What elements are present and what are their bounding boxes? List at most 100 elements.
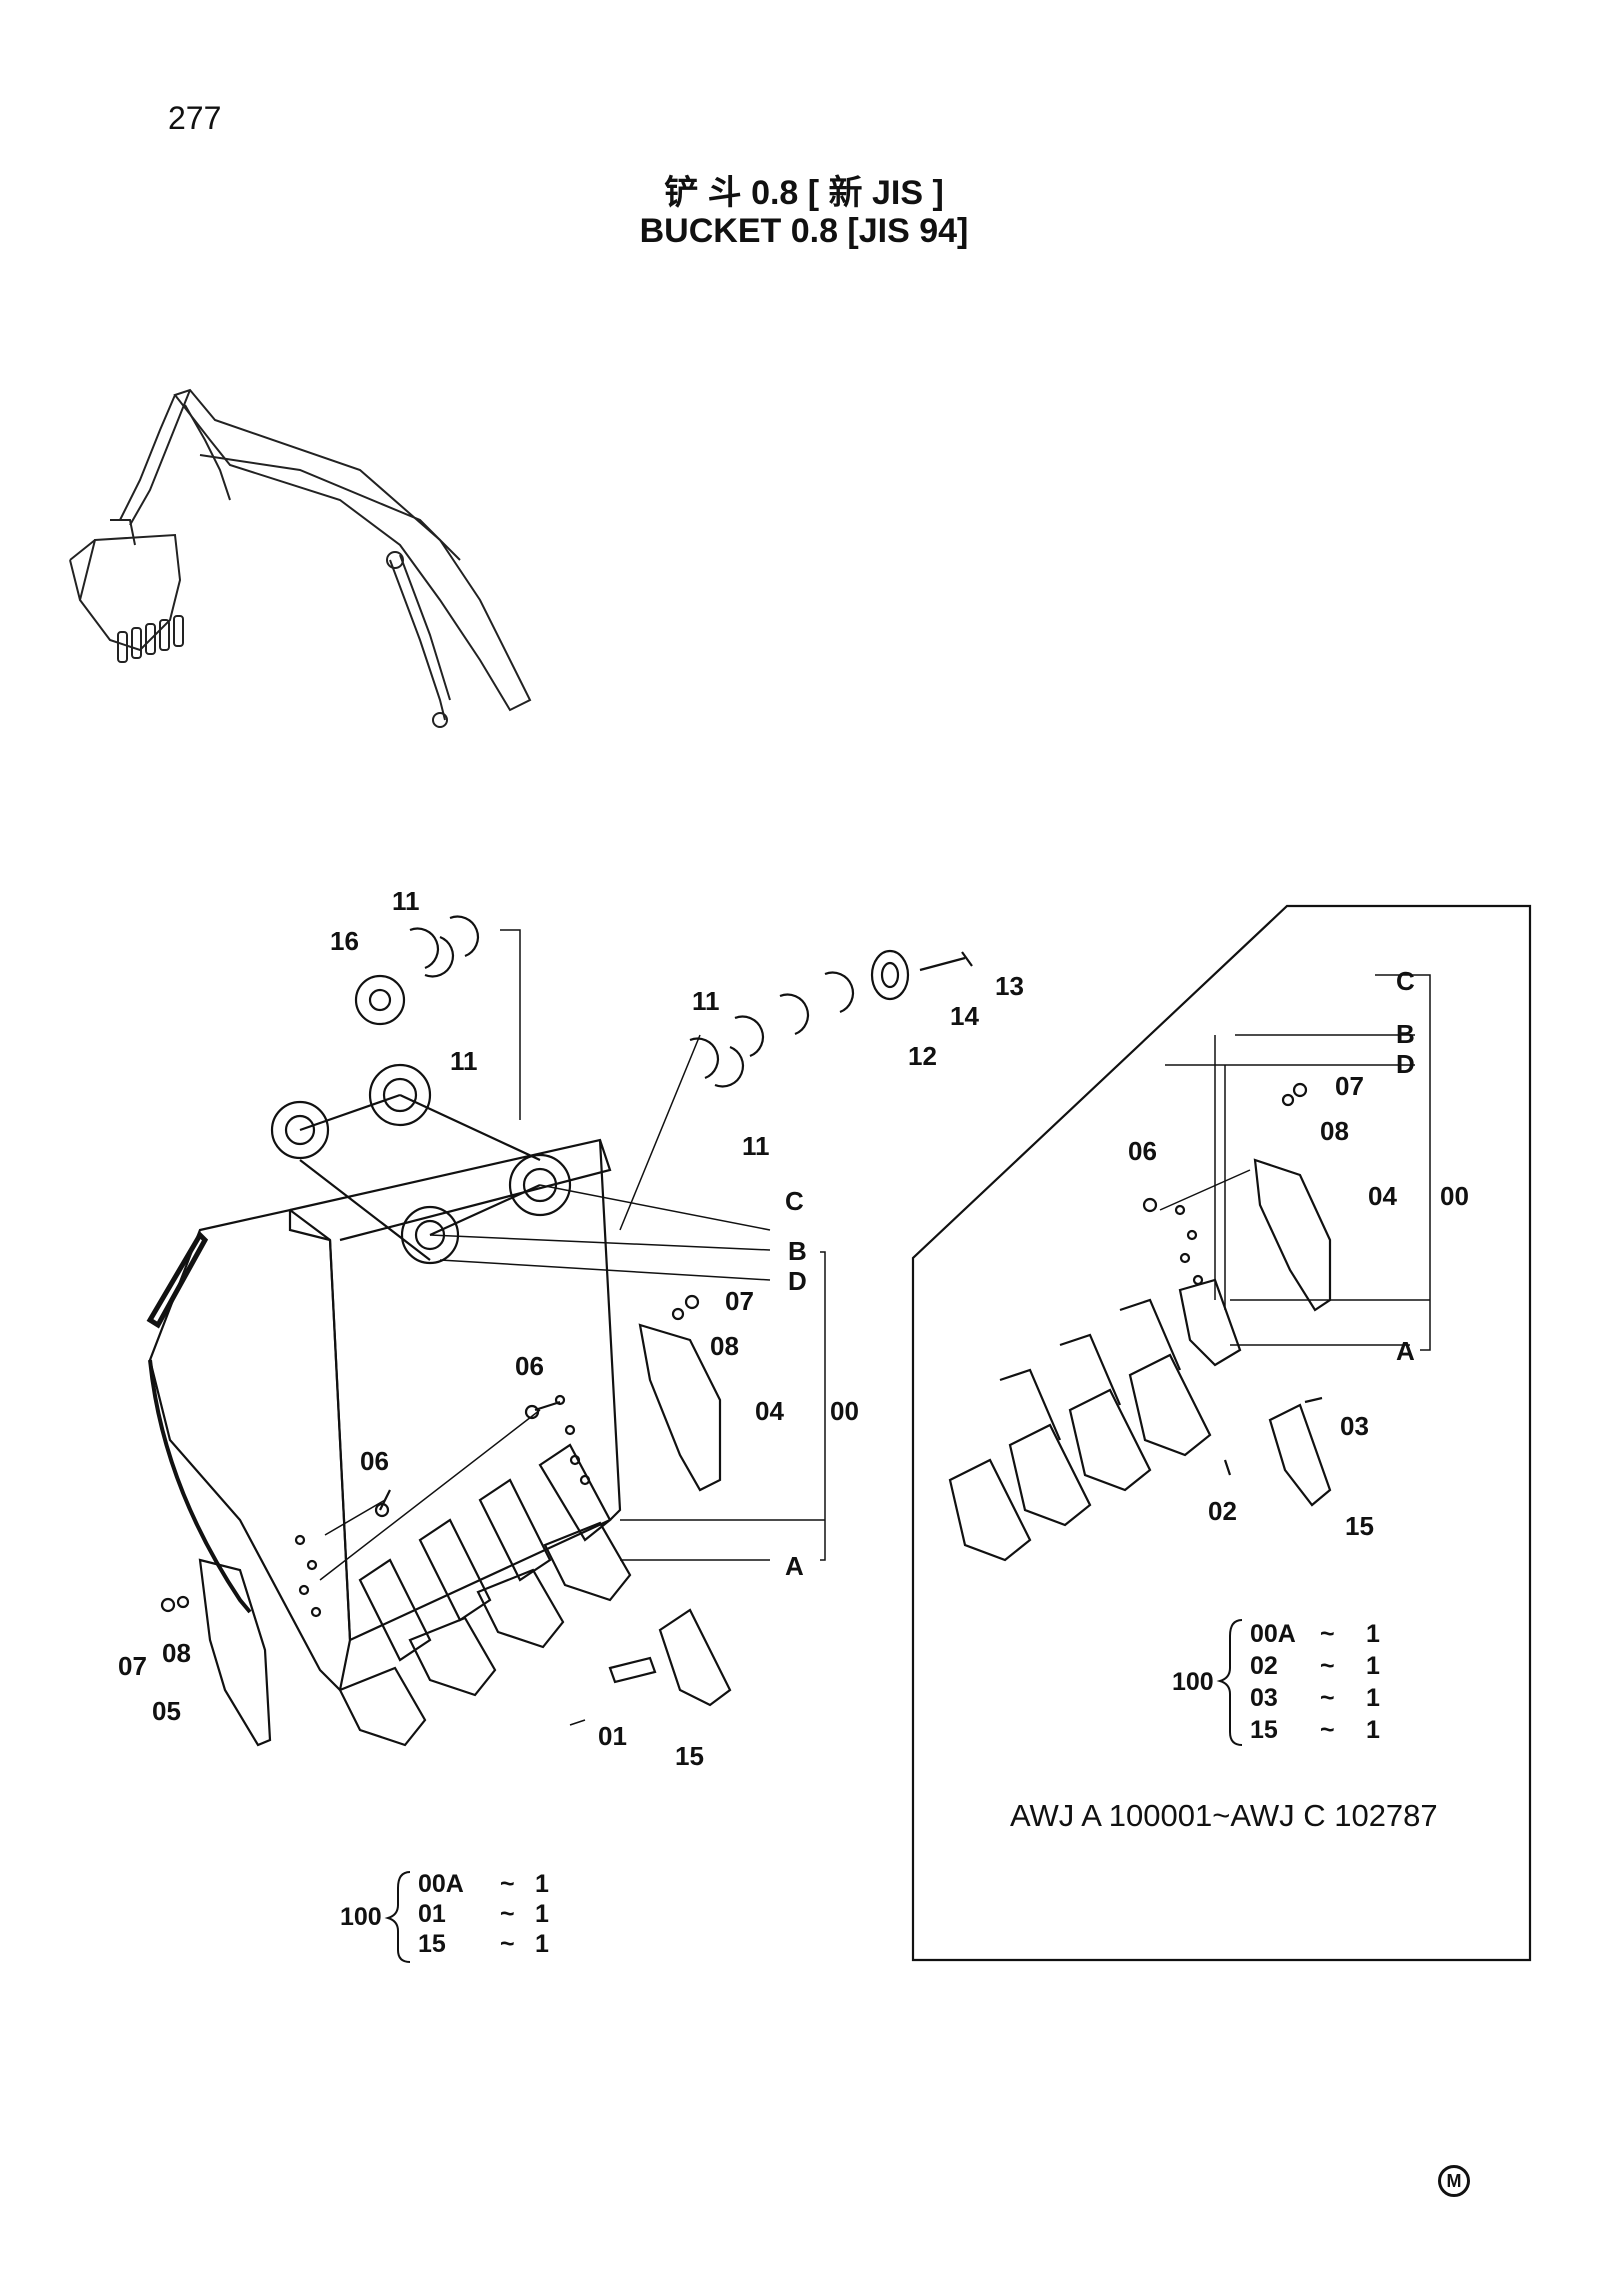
callout-07: 07: [725, 1286, 754, 1316]
callout-08: 08: [710, 1331, 739, 1361]
washer-08-upper: [671, 1307, 685, 1321]
kit-brace: [1216, 1619, 1243, 1746]
kit-brace: [384, 1871, 411, 1963]
callout-C: C: [1396, 966, 1415, 996]
kit-tilde: ~: [500, 1930, 515, 1958]
nut-07-lower: [160, 1597, 176, 1613]
callout-D: D: [788, 1266, 807, 1296]
kit-part: 02: [1250, 1652, 1278, 1680]
callout-07: 07: [118, 1651, 147, 1681]
detail-side-plate-04: [1253, 1158, 1332, 1312]
pin-01: [608, 1656, 657, 1684]
side-plate-04: [638, 1323, 722, 1492]
callouts-right: C B D 07 08 06 04 00 A 03 02 15: [1128, 966, 1469, 1541]
m-mark-icon: M: [1438, 2165, 1470, 2197]
kit-qty: 1: [1366, 1716, 1380, 1744]
bucket-teeth: [338, 1443, 632, 1747]
detail-nut-07: [1292, 1082, 1308, 1098]
callout-08: 08: [162, 1638, 191, 1668]
serial-range: AWJ A 100001~AWJ C 102787: [1010, 1798, 1438, 1833]
callout-00: 00: [1440, 1181, 1469, 1211]
callout-08: 08: [1320, 1116, 1349, 1146]
detail-pin-02: [1223, 1459, 1232, 1476]
callout-04: 04: [1368, 1181, 1397, 1211]
bolt-06-upper: [534, 1400, 561, 1412]
kit-part: 03: [1250, 1684, 1278, 1712]
kit-qty: 1: [1366, 1620, 1380, 1648]
bolt-13: [919, 951, 973, 972]
detail-panel: [911, 904, 1532, 1962]
callout-11: 11: [742, 1131, 770, 1161]
kit-tilde: ~: [500, 1870, 515, 1898]
overview-teeth: [117, 615, 184, 663]
boss-1: [270, 1100, 330, 1160]
detail-washer-08: [1281, 1093, 1295, 1107]
callout-11: 11: [392, 886, 420, 916]
bucket-exploded-view: [146, 915, 973, 1747]
title-chinese: 铲 斗 0.8 [ 新 JIS ]: [664, 174, 944, 212]
kit-number: 100: [1172, 1668, 1214, 1696]
callout-05: 05: [152, 1696, 181, 1726]
kit-qty: 1: [535, 1870, 549, 1898]
callout-A: A: [785, 1551, 804, 1581]
kit-qty: 1: [1366, 1684, 1380, 1712]
kit-part: 15: [1250, 1716, 1278, 1744]
callout-11: 11: [450, 1046, 478, 1076]
leader-lines-right: [1159, 974, 1431, 1351]
leader-lines-left: [319, 929, 826, 1726]
kit-part: 01: [418, 1900, 446, 1928]
callout-15: 15: [1345, 1511, 1374, 1541]
callouts-left: 16 11 11 11 11 12 13 14 C B D 07 08 06 0…: [118, 886, 1024, 1771]
callout-C: C: [785, 1186, 804, 1216]
kit-table-left: 100 00A ~ 1 01 ~ 1 15 ~ 1: [340, 1870, 549, 1963]
callout-11: 11: [692, 986, 720, 1016]
kit-tilde: ~: [1320, 1620, 1335, 1648]
boss-2: [368, 1063, 432, 1127]
callout-16: 16: [330, 926, 359, 956]
callout-00: 00: [830, 1396, 859, 1426]
nut-07-upper: [684, 1294, 700, 1310]
boss-3: [400, 1205, 460, 1265]
shims: [409, 915, 855, 1088]
callout-02: 02: [1208, 1496, 1237, 1526]
kit-qty: 1: [1366, 1652, 1380, 1680]
detail-tooth-15: [1268, 1403, 1332, 1507]
kit-qty: 1: [535, 1930, 549, 1958]
callout-03: 03: [1340, 1411, 1369, 1441]
side-cutter-05: [198, 1558, 272, 1747]
bolt-holes: [294, 1394, 591, 1618]
callout-12: 12: [908, 1041, 937, 1071]
callout-04: 04: [755, 1396, 784, 1426]
callout-D: D: [1396, 1049, 1415, 1079]
kit-part: 15: [418, 1930, 446, 1958]
washer-16: [354, 974, 406, 1026]
kit-tilde: ~: [1320, 1652, 1335, 1680]
kit-tilde: ~: [1320, 1684, 1335, 1712]
callout-06: 06: [360, 1446, 389, 1476]
title-english: BUCKET 0.8 [JIS 94]: [639, 212, 969, 250]
kit-tilde: ~: [500, 1900, 515, 1928]
kit-part: 00A: [1250, 1620, 1296, 1648]
callout-14: 14: [950, 1001, 979, 1031]
bucket-shell: [148, 1208, 352, 1693]
detail-bolt-holes: [1174, 1204, 1204, 1286]
kit-number: 100: [340, 1903, 382, 1931]
excavator-overview-sketch: [69, 388, 532, 728]
tooth-15: [658, 1608, 732, 1707]
detail-bolt-06: [1142, 1197, 1158, 1213]
callout-07: 07: [1335, 1071, 1364, 1101]
page-number: 277: [168, 100, 222, 136]
boss-4: [508, 1153, 572, 1217]
kit-tilde: ~: [1320, 1716, 1335, 1744]
washer-12: [870, 949, 910, 1001]
callout-B: B: [788, 1236, 807, 1266]
callout-B: B: [1396, 1019, 1415, 1049]
kit-table-right: 100 00A ~ 1 02 ~ 1 03 ~ 1 15 ~ 1: [1172, 1619, 1380, 1746]
callout-06: 06: [1128, 1136, 1157, 1166]
callout-06: 06: [515, 1351, 544, 1381]
detail-teeth: [948, 1278, 1242, 1562]
callout-13: 13: [995, 971, 1024, 1001]
callout-15: 15: [675, 1741, 704, 1771]
kit-part: 00A: [418, 1870, 464, 1898]
